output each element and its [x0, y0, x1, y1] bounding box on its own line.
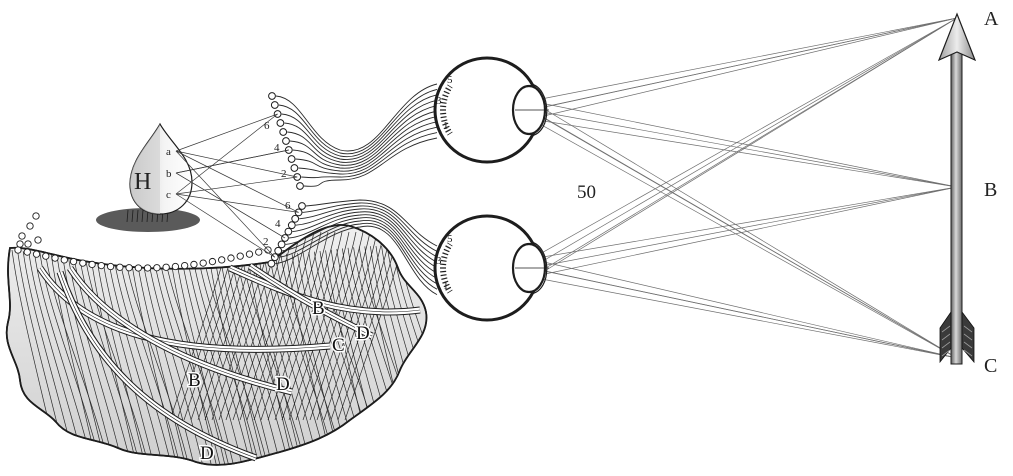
cortex-cell	[228, 255, 234, 261]
head-connection-lines	[176, 114, 299, 257]
terminal-node	[278, 241, 285, 248]
cortex-cell	[35, 237, 41, 243]
terminal-node	[299, 203, 306, 210]
lower-eye-label-5: 5	[447, 233, 453, 245]
arrow-shaft	[951, 52, 962, 364]
brain	[7, 213, 467, 476]
lower-terminal-4: 4	[275, 218, 281, 230]
terminal-node	[269, 93, 276, 100]
cortex-cell	[80, 260, 86, 266]
cortex-cell	[89, 261, 95, 267]
lower-terminal-2: 2	[263, 236, 269, 248]
terminal-node	[292, 215, 299, 222]
cortex-cell	[17, 241, 23, 247]
brain-label-b-lower: B	[188, 370, 201, 391]
cortex-cell	[107, 263, 113, 269]
head-label-h: H	[134, 169, 151, 195]
terminal-node	[288, 222, 295, 229]
terminal-node	[275, 247, 282, 254]
terminal-node	[277, 120, 284, 127]
upper-eye-label-1: 1	[443, 120, 449, 132]
cortex-cell	[200, 260, 206, 266]
terminal-node	[297, 183, 304, 190]
lower-eye-label-1: 1	[443, 280, 449, 292]
cortex-cell	[191, 261, 197, 267]
cortex-cell	[70, 258, 76, 264]
light-ray	[531, 18, 957, 268]
upper-terminal-4: 4	[274, 142, 280, 154]
light-ray	[531, 259, 957, 358]
cortex-cell	[27, 223, 33, 229]
cortex-cell	[144, 265, 150, 271]
cortex-cell	[237, 253, 243, 259]
cortex-cell	[209, 258, 215, 264]
cortex-cell	[52, 255, 58, 261]
center-number-label: 50	[577, 182, 596, 203]
terminal-node	[288, 156, 295, 163]
upper-terminal-6: 6	[264, 120, 270, 132]
head-point-a: a	[166, 146, 171, 158]
cortex-cell	[43, 253, 49, 259]
arrow-label-a: A	[984, 8, 999, 30]
cortex-cell	[135, 265, 141, 271]
terminal-node	[283, 138, 290, 145]
cortex-cell	[181, 262, 187, 268]
brain-label-d-mid: D	[276, 374, 290, 395]
terminal-node	[280, 129, 287, 136]
arrow-label-c: C	[984, 355, 997, 377]
cortex-cell	[98, 262, 104, 268]
cortex-cell	[33, 251, 39, 257]
cortex-cell	[24, 249, 30, 255]
light-ray	[531, 101, 957, 358]
upper-eye-label-5: 5	[447, 74, 453, 86]
brain-label-d-upper: D	[356, 323, 370, 344]
cortex-cell	[33, 213, 39, 219]
terminal-node	[285, 228, 292, 235]
light-ray	[531, 101, 957, 187]
cortex-cell	[154, 265, 160, 271]
brain-label-c: C	[332, 335, 345, 356]
cortex-cell	[61, 257, 67, 263]
head-point-b: b	[166, 168, 172, 180]
cortex-cell	[246, 251, 252, 257]
head-point-c: c	[166, 189, 171, 201]
cortex-cell	[219, 257, 225, 263]
cortex-cell	[19, 233, 25, 239]
light-ray	[531, 18, 957, 119]
light-ray	[531, 277, 957, 358]
cortex-cell	[15, 247, 21, 253]
cortex-cell	[256, 249, 262, 255]
arrow-label-b: B	[984, 179, 997, 201]
brain-label-d-lower: D	[200, 443, 214, 464]
upper-terminal-2: 2	[281, 168, 287, 180]
cortex-cell	[25, 241, 31, 247]
lower-terminal-6: 6	[285, 200, 291, 212]
terminal-node	[271, 102, 278, 109]
terminal-node	[268, 260, 275, 267]
cortex-cell	[126, 265, 132, 271]
terminal-node	[291, 165, 298, 172]
cortex-cell	[117, 264, 123, 270]
cortex-cell	[172, 263, 178, 269]
brain-label-b-upper: B	[312, 298, 325, 319]
light-ray	[531, 18, 957, 101]
lower-eye-label-3: 3	[436, 255, 442, 267]
upper-eye-label-3: 3	[436, 95, 442, 107]
light-ray	[531, 119, 957, 187]
lower-eye	[435, 216, 549, 320]
cortex-cell	[163, 264, 169, 270]
eyes	[435, 58, 549, 320]
